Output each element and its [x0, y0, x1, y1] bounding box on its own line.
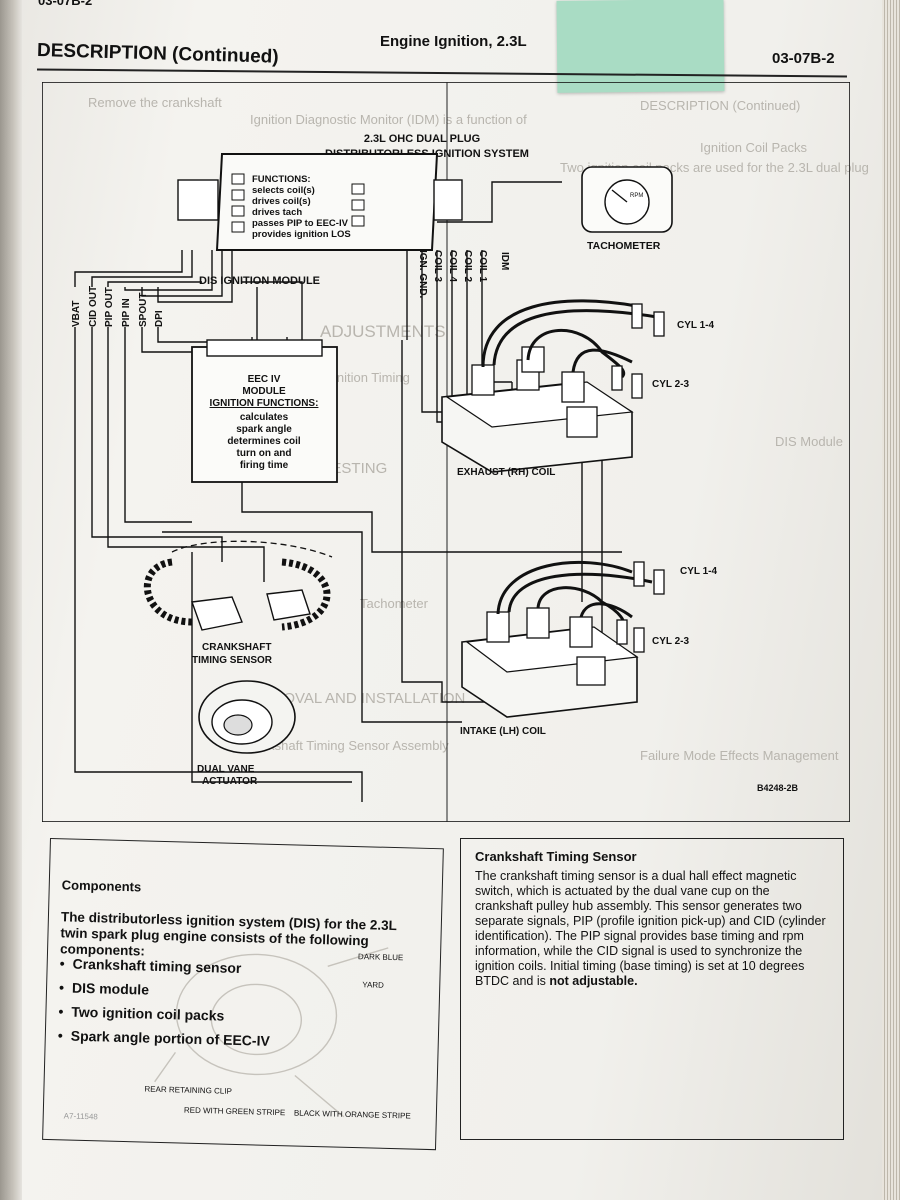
- bleed-through-text: Crankshaft Timing Sensor Assembly: [240, 738, 449, 753]
- exhaust-coil-label: EXHAUST (RH) COIL: [457, 467, 555, 478]
- crank-sensor-text-bold: not adjustable.: [549, 974, 638, 988]
- pin-label: IDM: [499, 252, 510, 270]
- cyl23-label-top: CYL 2-3: [652, 379, 689, 390]
- header-rule: [37, 68, 847, 78]
- dis-function-line: provides ignition LOS: [252, 229, 351, 240]
- components-list: Crankshaft timing sensor DIS module Two …: [58, 951, 272, 1053]
- pin-label: SPOUT: [138, 293, 149, 327]
- page-spine-shadow: [0, 0, 22, 1200]
- eec-line: spark angle: [236, 424, 292, 435]
- chapter-title: Engine Ignition, 2.3L: [380, 33, 527, 50]
- dis-ignition-module: FUNCTIONS: selects coil(s) drives coil(s…: [177, 153, 463, 251]
- faded-fig-label: BLACK WITH ORANGE STRIPE: [294, 1108, 411, 1120]
- list-item: Spark angle portion of EEC-IV: [58, 1023, 271, 1053]
- components-heading: Components: [61, 877, 142, 895]
- bleed-through-text: Ignition Coil Packs: [700, 140, 807, 155]
- crank-sensor-label: TIMING SENSOR: [192, 655, 273, 666]
- crank-sensor-label: CRANKSHAFT: [202, 642, 271, 653]
- crank-sensor-heading: Crankshaft Timing Sensor: [475, 849, 637, 864]
- page-number: 03-07B-2: [772, 50, 835, 67]
- dis-function-line: drives tach: [252, 207, 302, 218]
- dual-vane-actuator: DUAL VANE ACTUATOR: [197, 680, 296, 787]
- eec-line: firing time: [240, 460, 289, 471]
- crank-sensor-text: The crankshaft timing sensor is a dual h…: [475, 869, 827, 989]
- faded-fig-label: RED WITH GREEN STRIPE: [184, 1106, 286, 1118]
- sticky-note-tab: [556, 0, 725, 93]
- bleed-through-text: Failure Mode Effects Management: [640, 748, 839, 763]
- tachometer-label: TACHOMETER: [587, 240, 661, 252]
- components-faded-figure: DARK BLUE YARD REAR RETAINING CLIP BLACK…: [144, 947, 411, 1121]
- bleed-through-text: REMOVAL AND INSTALLATION: [250, 690, 466, 707]
- dis-module-label: DIS IGNITION MODULE: [199, 275, 320, 287]
- crank-sensor-text-body: The crankshaft timing sensor is a dual h…: [475, 869, 826, 988]
- eec-line: IGNITION FUNCTIONS:: [210, 398, 319, 409]
- cyl14-label-bottom: CYL 1-4: [680, 566, 717, 577]
- dis-function-line: FUNCTIONS:: [252, 174, 311, 185]
- components-fig-code: A7-11548: [63, 1111, 98, 1122]
- pin-label: PIP OUT: [104, 287, 115, 327]
- bleed-through-text: Ignition Timing: [326, 370, 410, 385]
- diagram-title-line1: 2.3L OHC DUAL PLUG: [364, 133, 480, 145]
- spark-plugs-intake: [616, 561, 665, 653]
- components-box: DARK BLUE YARD REAR RETAINING CLIP BLACK…: [42, 838, 444, 1151]
- spark-plugs-exhaust: [611, 303, 665, 399]
- page-corner-number: 03-07B-2: [38, 0, 93, 8]
- pin-label: COIL 2: [462, 250, 473, 282]
- faded-fig-label: YARD: [362, 980, 384, 990]
- page-edge-stack: [882, 0, 900, 1200]
- dis-function-line: passes PIP to EEC-IV: [252, 218, 349, 229]
- cyl14-label-top: CYL 1-4: [677, 320, 714, 331]
- dis-function-line: selects coil(s): [252, 185, 315, 196]
- ignition-system-diagram: 2.3L OHC DUAL PLUG DISTRIBUTORLESS IGNIT…: [42, 82, 850, 822]
- crank-sensor-box: Crankshaft Timing Sensor The crankshaft …: [460, 838, 844, 1140]
- exhaust-coil-pack: EXHAUST (RH) COIL: [441, 346, 634, 478]
- vane-actuator-label: ACTUATOR: [202, 776, 258, 787]
- eec-line: turn on and: [237, 448, 292, 459]
- pin-labels-right: IGN. GND. COIL 3 COIL 4 COIL 2 COIL 1 ID…: [417, 250, 510, 299]
- eec-line: MODULE: [242, 386, 286, 397]
- section-title: DESCRIPTION (Continued): [36, 40, 279, 68]
- bleed-through-text: DESCRIPTION (Continued): [640, 98, 801, 113]
- intake-coil-label: INTAKE (LH) COIL: [460, 726, 546, 737]
- eec-line: calculates: [240, 412, 289, 423]
- intake-coil-pack: INTAKE (LH) COIL: [460, 607, 639, 737]
- dis-function-line: drives coil(s): [252, 196, 311, 207]
- faded-fig-label: DARK BLUE: [358, 952, 404, 962]
- bleed-through-text: ADJUSTMENTS: [320, 322, 446, 341]
- crankshaft-timing-sensor: CRANKSHAFT TIMING SENSOR: [143, 540, 333, 666]
- bleed-through-text: DIS Module: [775, 434, 843, 449]
- pin-label: CID OUT: [88, 286, 99, 327]
- pin-label: IGN. GND.: [417, 250, 428, 299]
- tachometer: RPM TACHOMETER: [581, 166, 673, 252]
- eec-line: determines coil: [227, 436, 301, 447]
- pin-labels-left: VBAT CID OUT PIP OUT PIP IN SPOUT DPI: [71, 286, 165, 327]
- pin-label: COIL 1: [477, 250, 488, 282]
- tach-rpm-label: RPM: [630, 193, 643, 199]
- cyl23-label-bottom: CYL 2-3: [652, 636, 689, 647]
- pin-label: PIP IN: [121, 298, 132, 327]
- vane-actuator-label: DUAL VANE: [197, 764, 255, 775]
- eec-iv-module: EEC IV MODULE IGNITION FUNCTIONS: calcul…: [191, 339, 338, 483]
- bleed-through-text: Tachometer: [360, 596, 428, 611]
- bleed-through-text: Ignition Diagnostic Monitor (IDM) is a f…: [250, 112, 527, 127]
- pin-label: COIL 4: [447, 250, 458, 282]
- eec-line: EEC IV: [248, 374, 281, 385]
- figure-code: B4248-2B: [757, 783, 799, 793]
- pin-label: COIL 3: [432, 250, 443, 282]
- faded-fig-label: REAR RETAINING CLIP: [144, 1085, 232, 1096]
- bleed-through-text: Remove the crankshaft: [88, 95, 222, 110]
- pin-label: DPI: [154, 310, 165, 327]
- pin-label: VBAT: [71, 301, 82, 327]
